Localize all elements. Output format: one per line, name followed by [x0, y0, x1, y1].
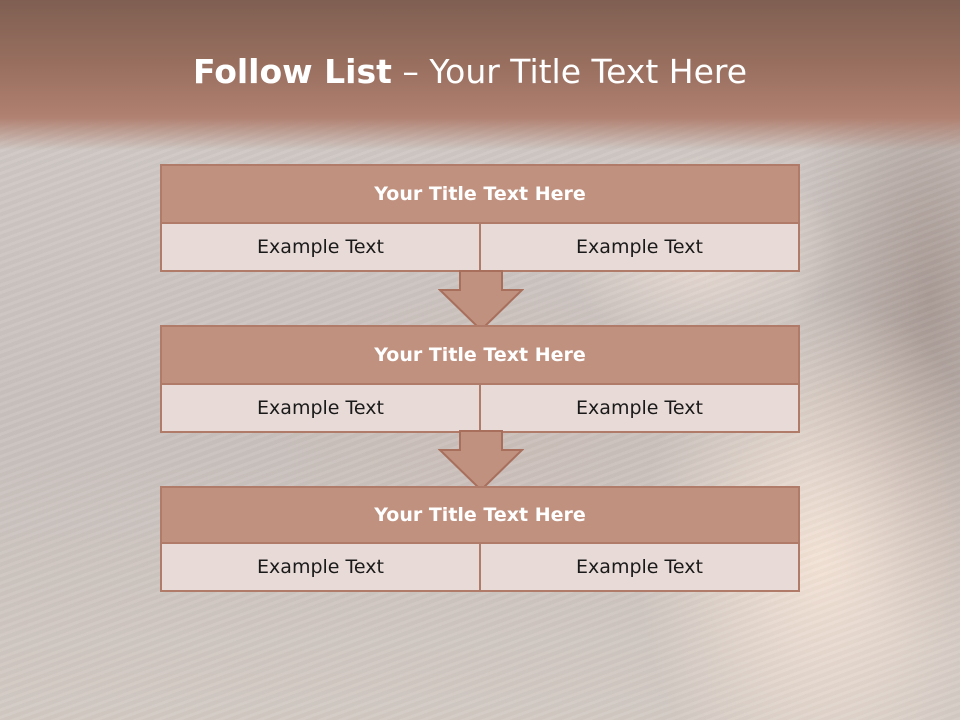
- list-block-3: Your Title Text Here Example Text Exampl…: [160, 486, 800, 592]
- down-arrow-icon: [438, 430, 524, 492]
- list-block-row: Example Text Example Text: [162, 383, 798, 431]
- list-block-2: Your Title Text Here Example Text Exampl…: [160, 325, 800, 433]
- title-band: [0, 0, 960, 150]
- down-arrow-icon: [438, 270, 524, 332]
- list-block-1: Your Title Text Here Example Text Exampl…: [160, 164, 800, 272]
- list-block-cell: Example Text: [479, 544, 798, 590]
- list-block-cell: Example Text: [162, 224, 479, 270]
- list-block-title: Your Title Text Here: [162, 327, 798, 383]
- list-block-title: Your Title Text Here: [162, 488, 798, 542]
- list-block-cell: Example Text: [479, 224, 798, 270]
- list-block-row: Example Text Example Text: [162, 222, 798, 270]
- list-block-cell: Example Text: [479, 385, 798, 431]
- list-block-row: Example Text Example Text: [162, 542, 798, 590]
- list-block-title: Your Title Text Here: [162, 166, 798, 222]
- slide-title-rest: – Your Title Text Here: [391, 52, 748, 91]
- list-block-cell: Example Text: [162, 544, 479, 590]
- slide-title: Follow List – Your Title Text Here: [0, 52, 940, 91]
- slide-title-bold: Follow List: [192, 52, 392, 91]
- list-block-cell: Example Text: [162, 385, 479, 431]
